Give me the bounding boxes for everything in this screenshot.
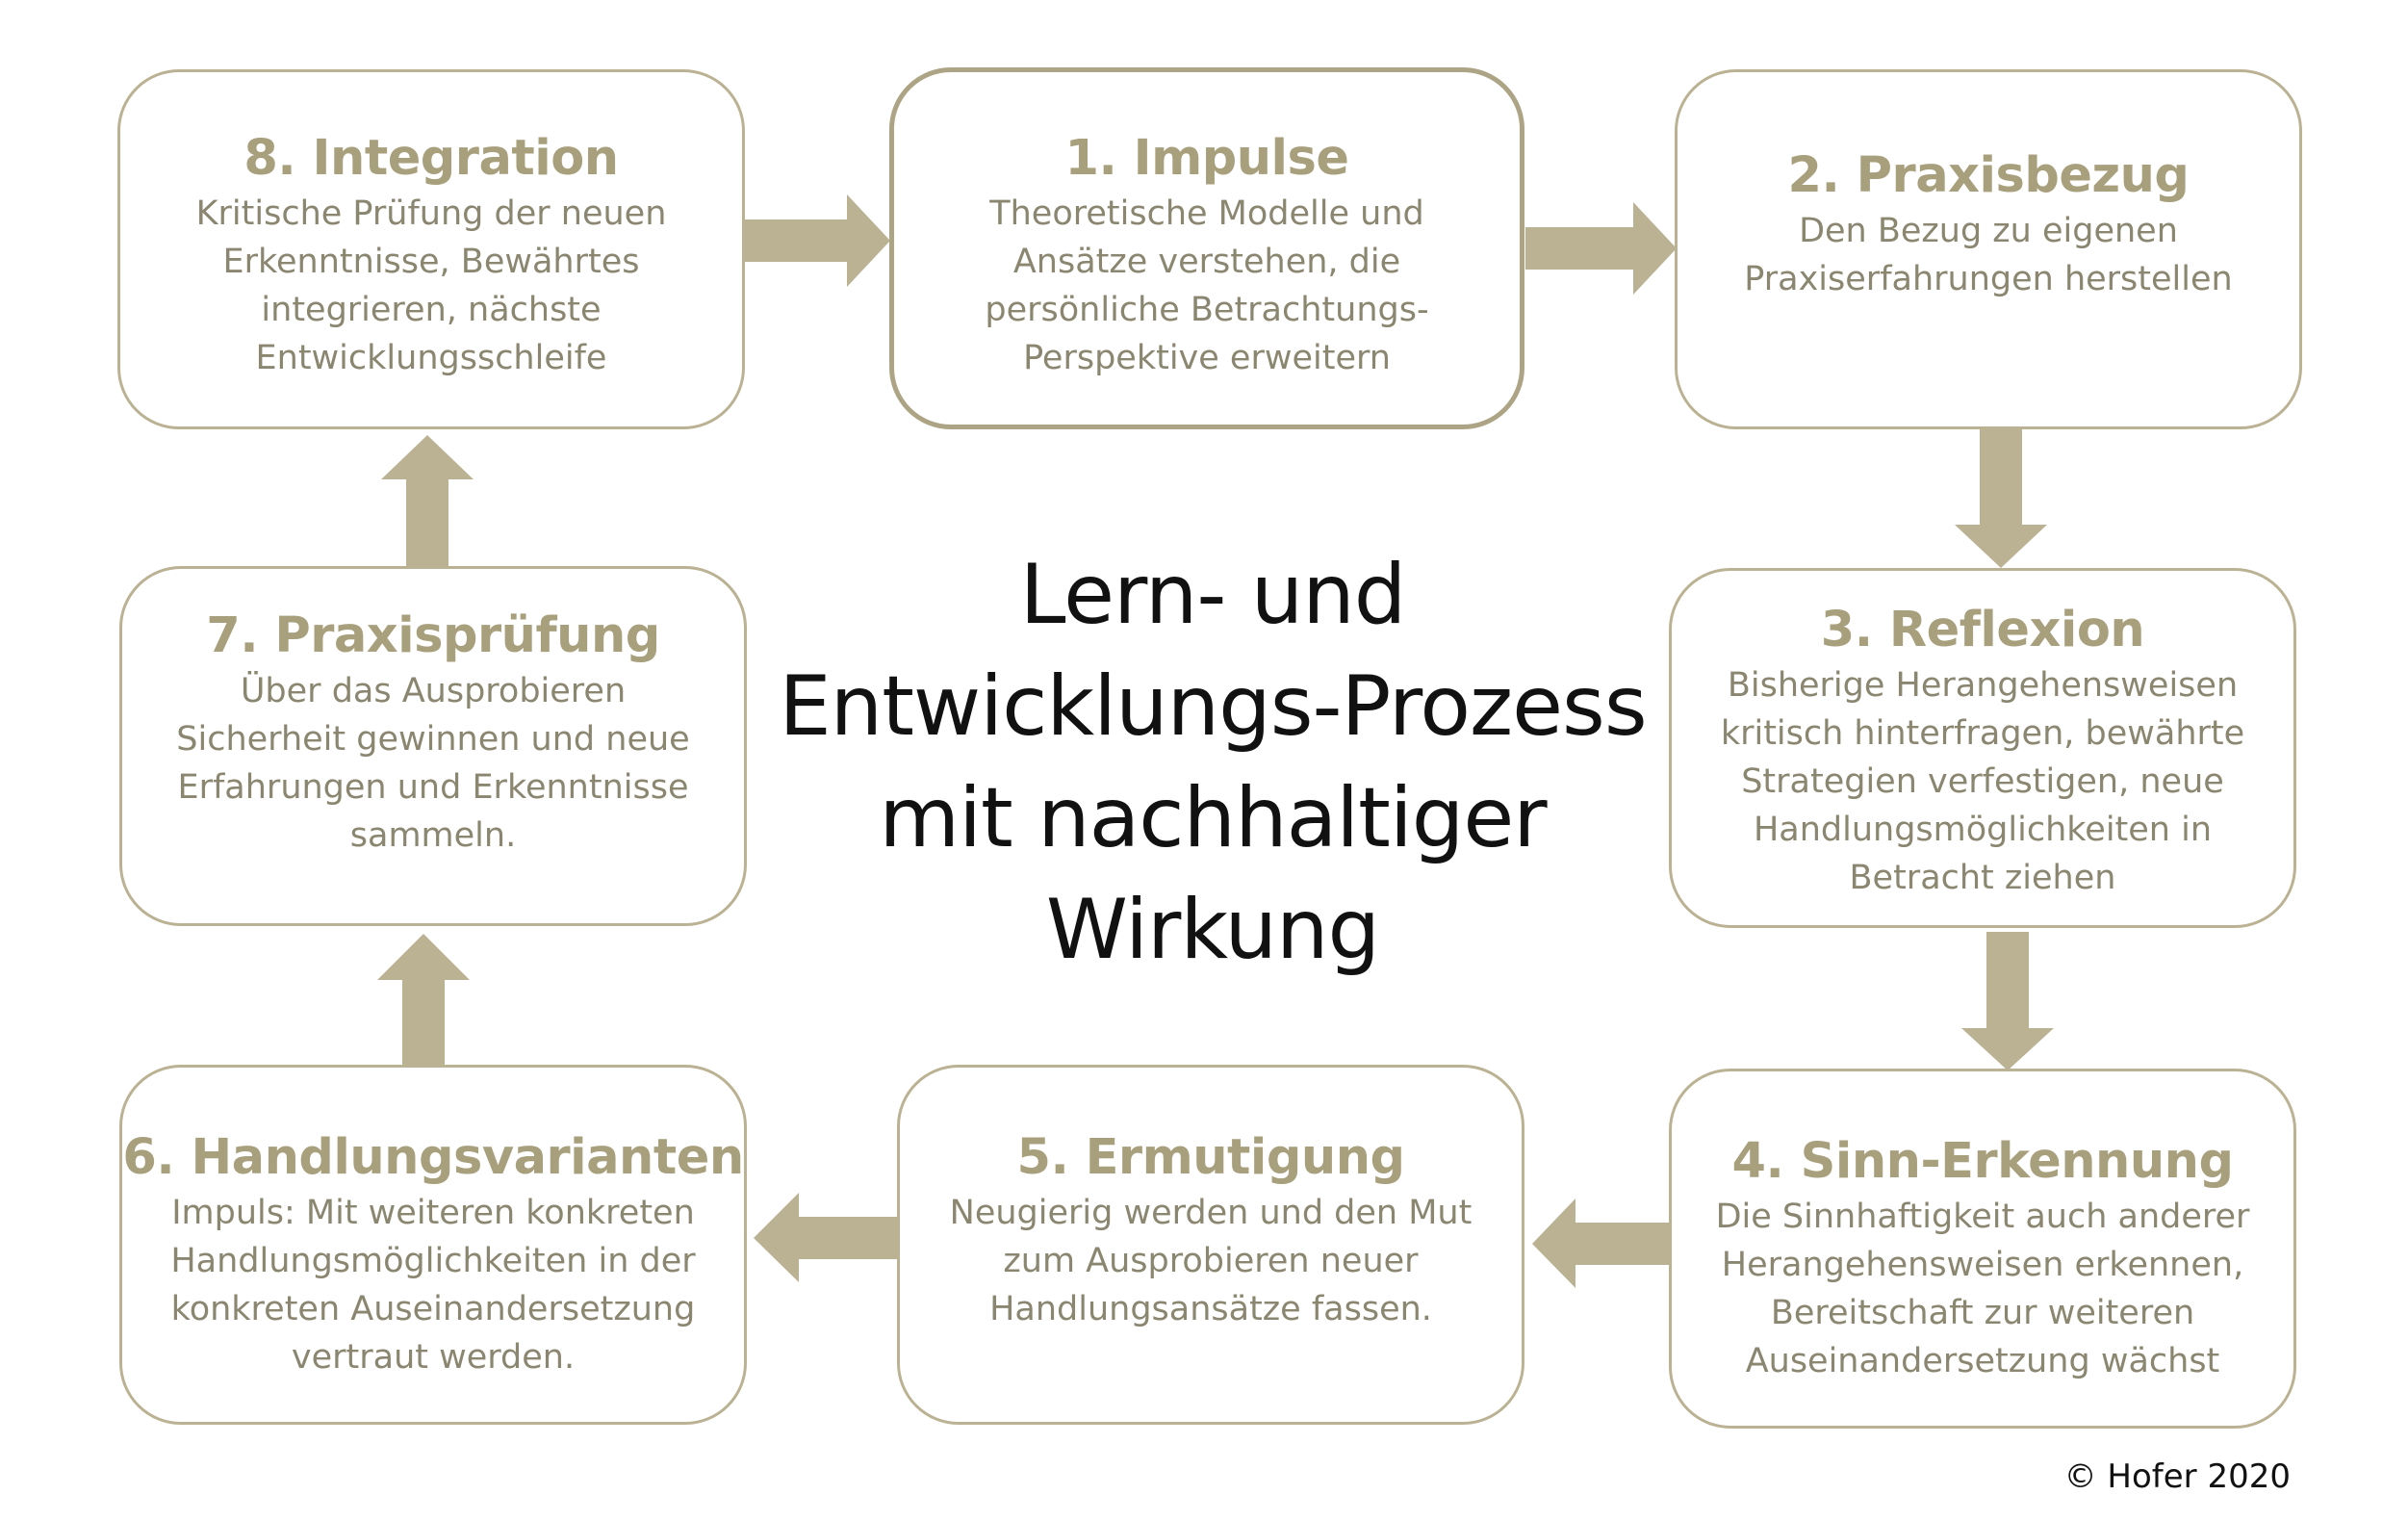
copyright-notice: © Hofer 2020 — [2063, 1457, 2291, 1496]
step-title: 5. Ermutigung — [1016, 1129, 1405, 1186]
step-4-sinn-erkennung: 4. Sinn-Erkennung Die Sinnhaftigkeit auc… — [1669, 1069, 2296, 1429]
step-8-integration: 8. Integration Kritische Prüfung der neu… — [117, 69, 745, 429]
step-title: 8. Integration — [243, 130, 619, 187]
step-7-praxispruefung: 7. Praxisprüfung Über das Ausprobieren S… — [119, 566, 747, 926]
step-1-impulse: 1. Impulse Theoretische Modelle und Ansä… — [889, 67, 1524, 429]
arrow-5-to-6 — [754, 1193, 900, 1282]
step-title: 7. Praxisprüfung — [206, 607, 660, 664]
arrow-2-to-3 — [1955, 427, 2047, 568]
step-description: Bisherige Herangehensweisen kritisch hin… — [1720, 666, 2245, 897]
arrow-8-to-1 — [743, 194, 890, 287]
arrow-6-to-7 — [377, 934, 470, 1069]
step-title: 6. Handlungsvarianten — [122, 1129, 744, 1186]
diagram-title: Lern- und Entwicklungs-Prozess mit nachh… — [779, 547, 1647, 978]
step-title: 2. Praxisbezug — [1787, 147, 2190, 204]
step-description: Impuls: Mit weiteren konkreten Handlungs… — [170, 1194, 696, 1377]
step-description: Über das Ausprobieren Sicherheit gewinne… — [176, 672, 690, 855]
arrow-7-to-8 — [381, 435, 474, 568]
step-3-reflexion: 3. Reflexion Bisherige Herangehensweisen… — [1669, 568, 2296, 928]
step-6-handlungsvarianten: 6. Handlungsvarianten Impuls: Mit weiter… — [119, 1065, 747, 1425]
step-title: 1. Impulse — [1064, 130, 1349, 187]
step-description: Theoretische Modelle und Ansätze versteh… — [985, 194, 1429, 377]
arrow-4-to-5 — [1532, 1199, 1677, 1288]
step-5-ermutigung: 5. Ermutigung Neugierig werden und den M… — [897, 1065, 1524, 1425]
step-title: 3. Reflexion — [1820, 602, 2145, 658]
step-description: Kritische Prüfung der neuen Erkenntnisse… — [195, 194, 667, 377]
step-2-praxisbezug: 2. Praxisbezug Den Bezug zu eigenen Prax… — [1675, 69, 2302, 429]
arrow-1-to-2 — [1525, 202, 1677, 295]
arrow-3-to-4 — [1961, 932, 2054, 1070]
step-description: Den Bezug zu eigenen Praxiserfahrungen h… — [1744, 212, 2233, 298]
step-description: Neugierig werden und den Mut zum Ausprob… — [949, 1194, 1473, 1328]
step-title: 4. Sinn-Erkennung — [1731, 1133, 2234, 1190]
step-description: Die Sinnhaftigkeit auch anderer Herangeh… — [1715, 1198, 2250, 1380]
